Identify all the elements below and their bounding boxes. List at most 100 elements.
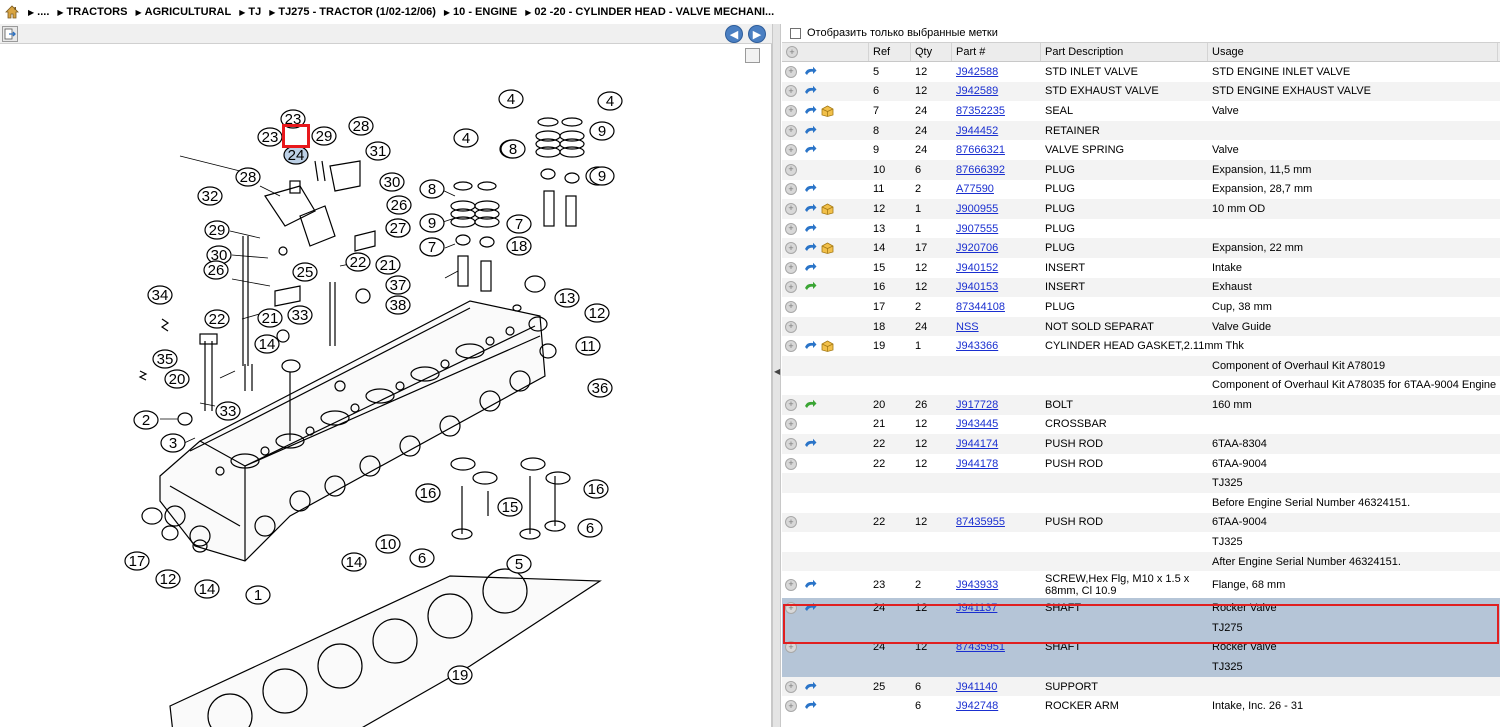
callout-11[interactable]: 11 — [575, 336, 601, 356]
replace-blue-icon[interactable] — [803, 183, 817, 195]
callout-30[interactable]: 30 — [206, 245, 232, 265]
breadcrumb-item[interactable]: ▶10 - ENGINE — [444, 6, 517, 18]
replace-blue-icon[interactable] — [803, 125, 817, 137]
part-cell[interactable]: J917728 — [952, 399, 1041, 411]
header-description[interactable]: Part Description — [1041, 43, 1208, 61]
replace-blue-icon[interactable] — [803, 223, 817, 235]
add-to-cart-icon[interactable]: + — [785, 457, 797, 470]
part-number-link[interactable]: J944174 — [956, 438, 999, 451]
callout-28[interactable]: 28 — [235, 167, 261, 187]
add-to-cart-icon[interactable]: + — [785, 242, 797, 255]
part-number-link[interactable]: J942748 — [956, 700, 999, 713]
part-cell[interactable]: J907555 — [952, 223, 1041, 235]
part-number-link[interactable]: J944178 — [956, 457, 999, 470]
part-cell[interactable]: NSS — [952, 321, 1041, 333]
export-button[interactable] — [2, 26, 18, 42]
callout-37[interactable]: 37 — [385, 275, 411, 295]
callout-35[interactable]: 35 — [152, 349, 178, 369]
callout-32[interactable]: 32 — [197, 186, 223, 206]
add-to-cart-icon[interactable]: + — [785, 202, 797, 215]
part-cell[interactable]: J920706 — [952, 242, 1041, 254]
part-number-link[interactable]: J940153 — [956, 281, 999, 294]
add-to-cart-icon[interactable]: + — [785, 222, 797, 235]
breadcrumb-item[interactable]: ▶TRACTORS — [57, 6, 127, 18]
part-number-link[interactable]: J941140 — [956, 680, 998, 693]
replace-blue-icon[interactable] — [803, 602, 817, 614]
part-number-link[interactable]: J943445 — [956, 418, 999, 431]
callout-21[interactable]: 21 — [257, 308, 283, 328]
replace-blue-icon[interactable] — [803, 681, 817, 693]
header-add-all[interactable]: + — [782, 43, 869, 61]
part-number-link[interactable]: NSS — [956, 320, 979, 333]
add-to-cart-icon[interactable]: + — [785, 300, 797, 313]
add-to-cart-icon[interactable]: + — [785, 65, 797, 78]
add-to-cart-icon[interactable]: + — [785, 680, 797, 693]
part-cell[interactable]: J942588 — [952, 66, 1041, 78]
part-number-link[interactable]: J944452 — [956, 124, 999, 137]
part-cell[interactable]: 87344108 — [952, 301, 1041, 313]
add-to-cart-icon[interactable]: + — [785, 641, 797, 654]
part-cell[interactable]: J900955 — [952, 203, 1041, 215]
replace-blue-icon[interactable] — [803, 262, 817, 274]
replace-blue-icon[interactable] — [803, 700, 817, 712]
add-to-cart-icon[interactable]: + — [785, 261, 797, 274]
callout-23[interactable]: 23 — [280, 109, 306, 129]
part-number-link[interactable]: J942589 — [956, 85, 999, 98]
add-to-cart-icon[interactable]: + — [785, 700, 797, 713]
callout-22[interactable]: 22 — [204, 309, 230, 329]
add-to-cart-icon[interactable]: + — [785, 398, 797, 411]
add-to-cart-icon[interactable]: + — [785, 320, 797, 333]
callout-12[interactable]: 12 — [155, 569, 181, 589]
callout-29[interactable]: 29 — [204, 220, 230, 240]
callout-20[interactable]: 20 — [164, 369, 190, 389]
part-cell[interactable]: J940153 — [952, 281, 1041, 293]
part-number-link[interactable]: J943366 — [956, 340, 999, 353]
callout-33[interactable]: 33 — [215, 401, 241, 421]
callout-13[interactable]: 13 — [554, 288, 580, 308]
replace-blue-icon[interactable] — [803, 340, 817, 352]
part-cell[interactable]: J941140 — [952, 681, 1041, 693]
callout-8[interactable]: 8 — [500, 139, 526, 159]
part-cell[interactable]: 87435951 — [952, 641, 1041, 653]
callout-9[interactable]: 9 — [419, 213, 445, 233]
replace-blue-icon[interactable] — [803, 85, 817, 97]
part-number-link[interactable]: A77590 — [956, 183, 994, 196]
callout-24[interactable]: 24 — [283, 145, 309, 165]
add-to-cart-icon[interactable]: + — [785, 578, 797, 591]
part-number-link[interactable]: 87435955 — [956, 516, 1005, 529]
replace-blue-icon[interactable] — [803, 144, 817, 156]
add-to-cart-icon[interactable]: + — [785, 85, 797, 98]
callout-16[interactable]: 16 — [415, 483, 441, 503]
part-cell[interactable]: J944178 — [952, 458, 1041, 470]
part-cell[interactable]: J940152 — [952, 262, 1041, 274]
add-to-cart-icon[interactable]: + — [785, 183, 797, 196]
part-cell[interactable]: A77590 — [952, 183, 1041, 195]
replace-green-icon[interactable] — [803, 399, 817, 411]
callout-16[interactable]: 16 — [583, 479, 609, 499]
header-qty[interactable]: Qty — [911, 43, 952, 61]
breadcrumb-item[interactable]: ▶TJ — [239, 6, 261, 18]
callout-28[interactable]: 28 — [348, 116, 374, 136]
callout-4[interactable]: 4 — [498, 89, 524, 109]
replace-green-icon[interactable] — [803, 281, 817, 293]
add-to-cart-icon[interactable]: + — [785, 418, 797, 431]
callout-6[interactable]: 6 — [409, 548, 435, 568]
next-page-button[interactable]: ▶ — [748, 25, 766, 43]
part-number-link[interactable]: J917728 — [956, 398, 999, 411]
callout-1[interactable]: 1 — [245, 585, 271, 605]
callout-22[interactable]: 22 — [345, 252, 371, 272]
callout-27[interactable]: 27 — [385, 218, 411, 238]
package-icon[interactable] — [821, 242, 834, 255]
callout-4[interactable]: 4 — [597, 91, 623, 111]
